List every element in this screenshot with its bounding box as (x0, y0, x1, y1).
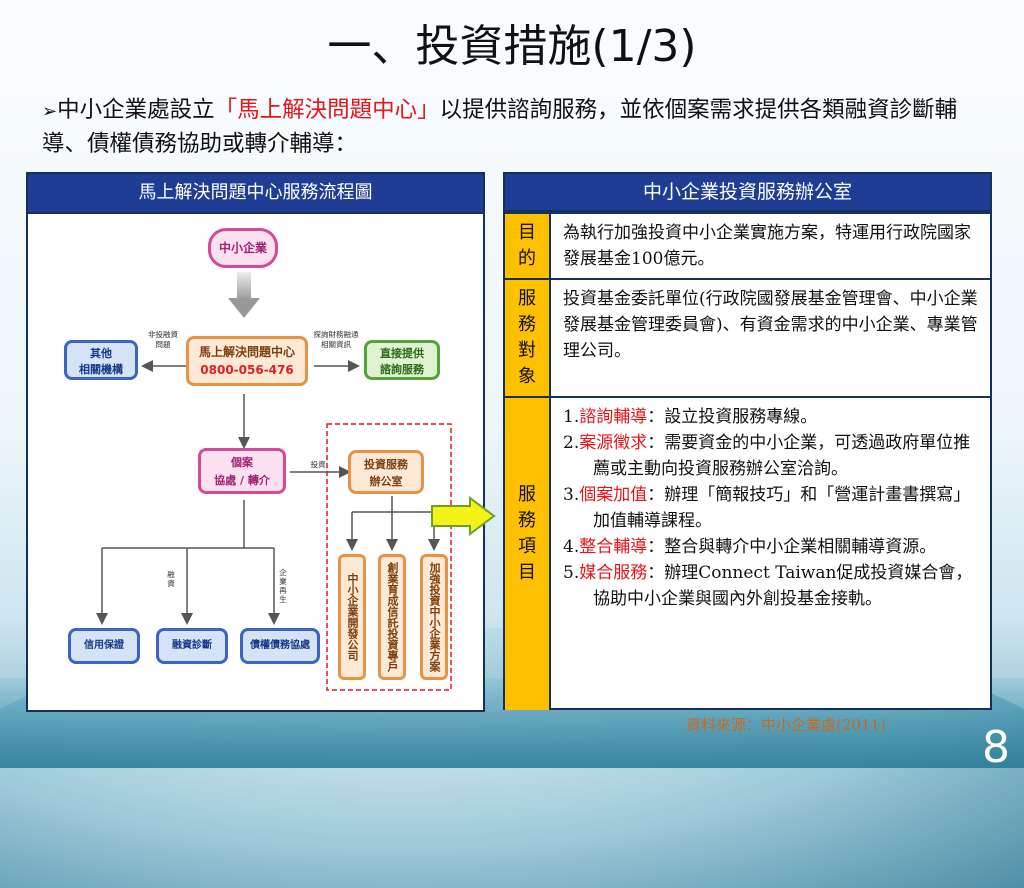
list-item: 1.諮詢輔導：設立投資服務專線。 (563, 407, 818, 427)
flowchart-panel: 馬上解決問題中心服務流程圖 (26, 172, 485, 712)
intro-text: ➢中小企業處設立「馬上解決問題中心」以提供諮詢服務，並依個案需求提供各類融資診斷… (42, 94, 982, 160)
bottom-node-guarantee: 信用保證 (68, 628, 140, 664)
bottom-node-diagnosis: 融資診斷 (156, 628, 228, 664)
center-node: 馬上解決問題中心 0800-056-476 (186, 336, 308, 386)
office-table: 中小企業投資服務辦公室 目的 為執行加強投資中小企業實施方案，特運用行政院國家發… (503, 172, 992, 710)
slide-title: 一、投資措施(1/3) (327, 21, 697, 72)
list-item: 3.個案加值：辦理「簡報技巧」和「營運計畫書撰寫」加值輔導課程。 (563, 485, 971, 531)
office-table-header: 中小企業投資服務辦公室 (505, 174, 990, 212)
invest-node: 投資服務 辦公室 (348, 450, 424, 494)
list-item: 4.整合輔導：整合與轉介中小企業相關輔導資源。 (563, 537, 937, 557)
right-node-direct: 直接提供 諮詢服務 (364, 340, 440, 380)
intro-highlight: 「馬上解決問題中心」 (214, 97, 440, 123)
bottom-node-debt: 債權債務協處 (240, 628, 320, 664)
finance-edge-label: 融資 (167, 570, 175, 588)
top-node-sme: 中小企業 (208, 228, 278, 268)
row-label-services: 服務項目 (505, 398, 551, 710)
source-note: 資料來源：中小企業處(2011) (686, 716, 886, 734)
table-row-target: 服務對象 投資基金委託單位(行政院國發展基金管理會、中小企業發展基金管理委員會)… (505, 278, 990, 396)
list-item: 2.案源徵求：需要資金的中小企業，可透過政府單位推薦或主動向投資服務辦公室洽詢。 (563, 433, 971, 479)
right-edge-label: 探詢財務融通 相關資訊 (313, 330, 359, 349)
sub-node-program: 加強投資中小企業方案 (420, 554, 448, 680)
bullet-arrow-icon: ➢ (42, 101, 58, 122)
case-node: 個案 協處 / 轉介 (198, 448, 286, 494)
table-row-purpose: 目的 為執行加強投資中小企業實施方案，特運用行政院國家發展基金100億元。 (505, 212, 990, 278)
rebirth-edge-label: 企業再生 (279, 568, 287, 604)
left-edge-label: 非投融資 問題 (148, 330, 178, 349)
page-number: 8 (982, 722, 1010, 773)
connect-arrow-icon (431, 496, 496, 536)
intro-part2: 以提供諮詢服務，並依個案需求提供各類融資診斷輔導、債權債務協助或轉介輔導： (42, 97, 958, 157)
invest-edge-label: 投資 (310, 460, 326, 469)
services-list: 1.諮詢輔導：設立投資服務專線。 2.案源徵求：需要資金的中小企業，可透過政府單… (563, 404, 980, 612)
flowchart-diagram: 中小企業 馬上解決問題中心 0800-056-476 其他 相關機構 非投融資 … (52, 218, 456, 695)
row-label-target: 服務對象 (505, 280, 551, 396)
flowchart-connectors (96, 272, 452, 691)
row-text-target: 投資基金委託單位(行政院國發展基金管理會、中小企業發展基金管理委員會)、有資金需… (563, 289, 978, 361)
sub-node-devco: 中小企業開發公司 (338, 554, 366, 680)
table-row-services: 服務項目 1.諮詢輔導：設立投資服務專線。 2.案源徵求：需要資金的中小企業，可… (505, 396, 990, 710)
row-label-purpose: 目的 (505, 214, 551, 278)
intro-part1: 中小企業處設立 (57, 97, 215, 123)
row-text-purpose: 為執行加強投資中小企業實施方案，特運用行政院國家發展基金100億元。 (563, 223, 971, 269)
left-node-other: 其他 相關機構 (64, 340, 138, 380)
list-item: 5.媒合服務：辦理Connect Taiwan促成投資媒合會，協助中小企業與國內… (563, 563, 973, 609)
sub-node-incubation: 創業育成信託投資專戶 (378, 554, 406, 680)
flowchart-header: 馬上解決問題中心服務流程圖 (28, 174, 483, 214)
